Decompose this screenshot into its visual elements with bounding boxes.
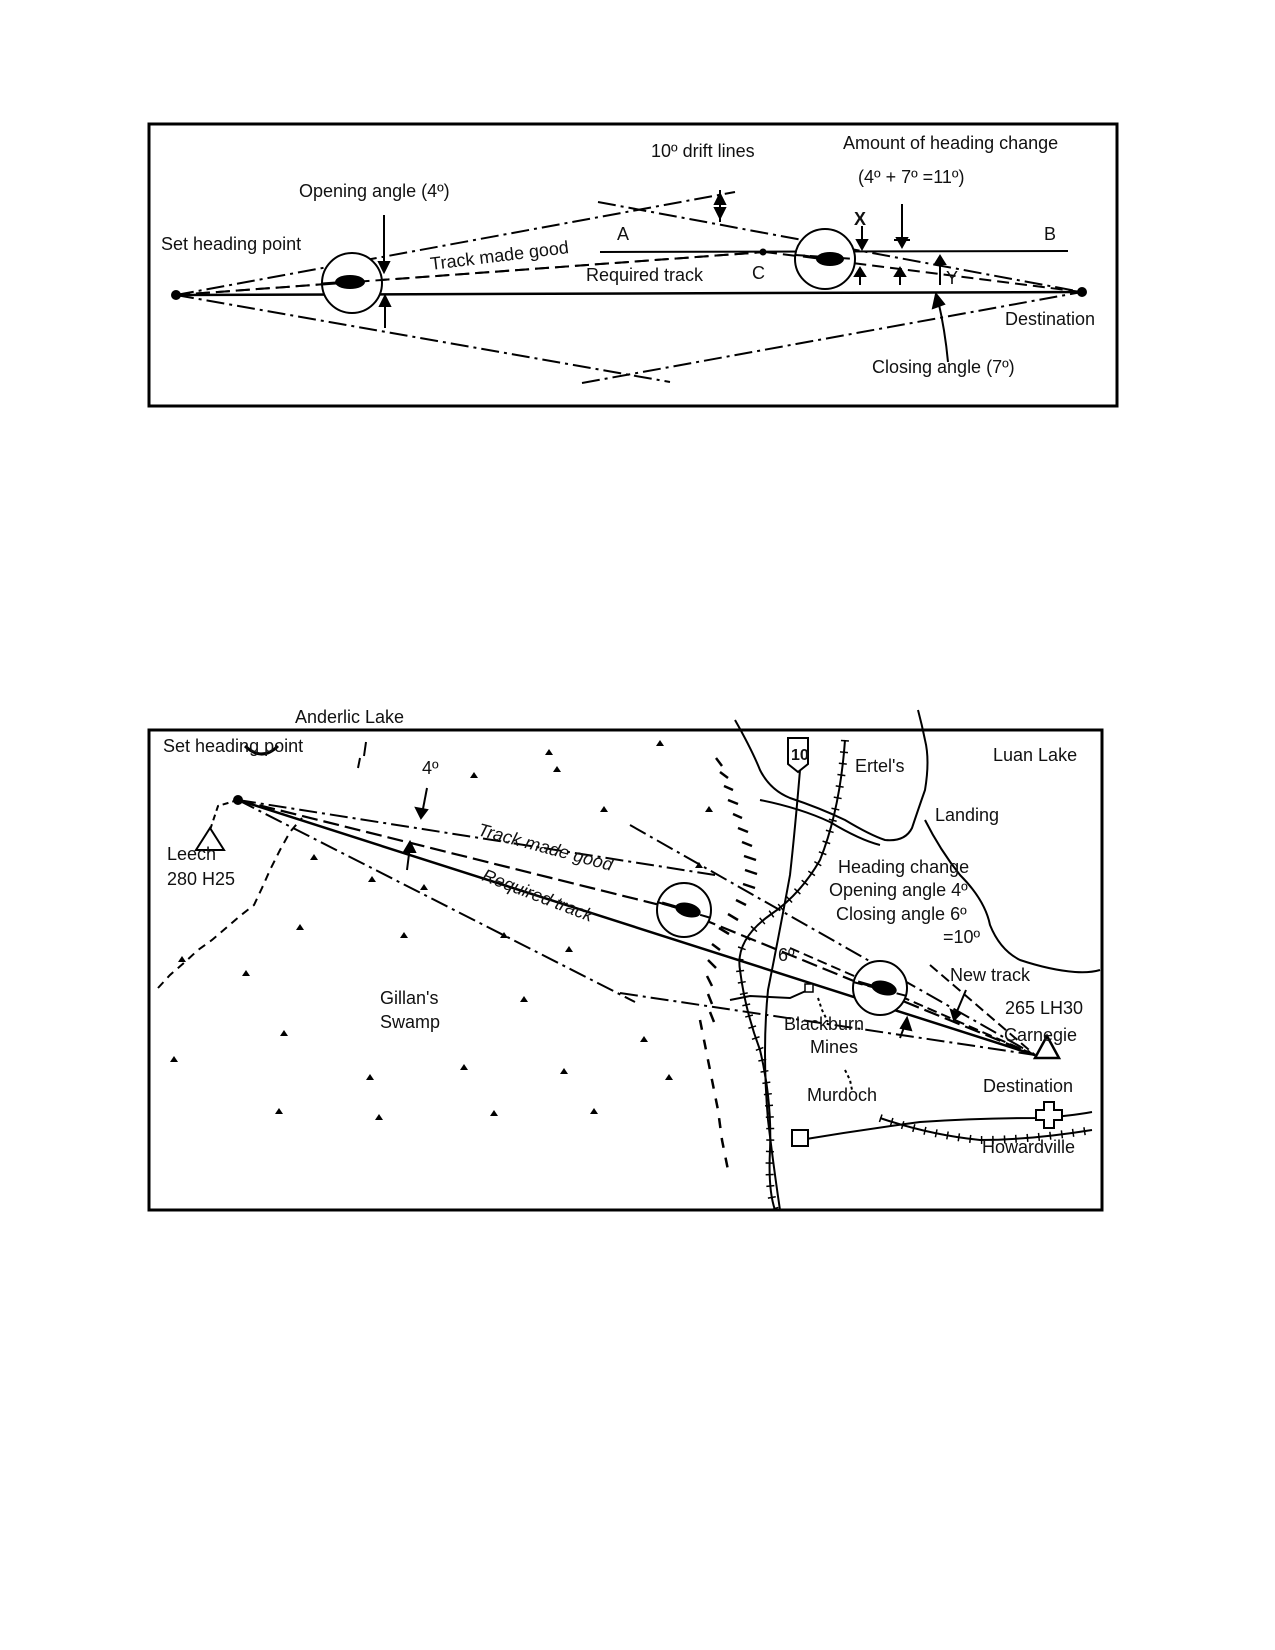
railway-line [738, 739, 846, 1211]
aircraft-icon [656, 882, 712, 938]
angle-6-label: 6º [778, 945, 795, 965]
howardville-label: Howardville [982, 1137, 1075, 1157]
destination-label: Destination [983, 1076, 1073, 1096]
figure-map-diagram: 10 [0, 700, 1275, 1225]
blackburn-label: Blackburn [784, 1014, 864, 1034]
amount-heading-change-label: Amount of heading change [843, 133, 1058, 153]
aircraft-icon [852, 960, 908, 1016]
destination-label: Destination [1005, 309, 1095, 329]
opening-angle-label: Opening angle 4º [829, 880, 968, 900]
point-x-label: X [854, 209, 866, 229]
required-track-line [175, 290, 1083, 297]
destination-triangle [1032, 1033, 1062, 1060]
stream-mark [357, 741, 367, 769]
swamp-marks [170, 740, 713, 1120]
mine-trail [817, 997, 829, 1023]
drift-line-lower-right [619, 992, 1036, 1056]
opening-angle-label: Opening angle (4º) [299, 181, 450, 201]
figure-frame [147, 728, 1104, 1212]
destination-dot [1077, 287, 1087, 297]
opening-angle-arrows [377, 215, 392, 328]
drift-line-lower [237, 799, 636, 1003]
drift-line-lower-right [581, 291, 1083, 384]
carnegie-code-label: 265 LH30 [1005, 998, 1083, 1018]
heading-change-label: Heading change [838, 857, 969, 877]
luan-lake-label: Luan Lake [993, 745, 1077, 765]
heading-change-arrows [853, 204, 947, 285]
murdoch-label: Murdoch [807, 1085, 877, 1105]
route-number: 10 [791, 747, 809, 764]
shoreline [924, 819, 1101, 974]
point-b-label: B [1044, 224, 1056, 244]
drift-line-upper [237, 799, 716, 876]
aircraft-icon [794, 228, 856, 290]
drift-line-lower-left [175, 294, 671, 383]
river-bank-upper [734, 709, 929, 842]
closing-angle-label: Closing angle (7º) [872, 357, 1015, 377]
figure-frame [147, 122, 1119, 408]
drift-lines-label: 10º drift lines [651, 141, 755, 161]
church-symbol [1035, 1101, 1063, 1129]
track-made-good-line [237, 798, 681, 912]
leech-triangle [194, 826, 226, 851]
closing-drift-line [929, 964, 1036, 1056]
leech-label: Leech [167, 844, 216, 864]
map-diagram-svg: 10 [147, 707, 1104, 1212]
required-track-line [237, 798, 1036, 1057]
angle-arrows [402, 787, 967, 1039]
new-track-label: New track [950, 965, 1031, 985]
angle-4-label: 4º [422, 758, 439, 778]
drift-lines-arrow [713, 190, 727, 222]
point-a-label: A [617, 224, 629, 244]
leech-code-label: 280 H25 [167, 869, 235, 889]
ertels-label: Ertel's [855, 756, 904, 776]
mines-label: Mines [810, 1037, 858, 1057]
carnegie-label: Carnegie [1004, 1025, 1077, 1045]
figure-track-diagram: 10º drift lines Amount of heading change… [0, 0, 1275, 425]
drift-line-upper-right [597, 201, 1083, 293]
escarpment-hatch [705, 757, 758, 1023]
set-heading-point-dot [233, 795, 243, 805]
total-angle-label: =10º [943, 927, 981, 947]
closing-angle-label: Closing angle 6º [836, 904, 967, 924]
closing-angle-arrow [931, 291, 949, 363]
heading-change-formula-label: (4º + 7º =11º) [858, 167, 964, 187]
gillans-label: Gillan's [380, 988, 438, 1008]
anderlic-lake-label: Anderlic Lake [295, 707, 404, 727]
building-symbol [791, 1129, 809, 1147]
swamp-label: Swamp [380, 1012, 440, 1032]
route-shield-icon [787, 737, 809, 774]
point-c-label: C [752, 263, 765, 283]
set-heading-point-label: Set heading point [161, 234, 301, 254]
set-heading-point-label: Set heading point [163, 736, 303, 756]
landing-label: Landing [935, 805, 999, 825]
leech-path [205, 799, 239, 843]
required-track-label: Required track [586, 265, 704, 285]
boundary-dashes [698, 1019, 730, 1171]
mine-road [729, 989, 809, 1001]
point-y-label: Y [946, 268, 958, 288]
mine-symbol [804, 983, 814, 993]
aircraft-icon [175, 251, 766, 314]
river-bank-lower [759, 799, 881, 846]
track-made-good-label: Track made good [476, 820, 616, 875]
trail-line [157, 817, 303, 989]
drift-line-upper-right [629, 824, 1036, 1056]
lake-symbol [243, 744, 280, 756]
rail-howardville [879, 1117, 1093, 1142]
track-diagram-svg: 10º drift lines Amount of heading change… [147, 122, 1119, 408]
